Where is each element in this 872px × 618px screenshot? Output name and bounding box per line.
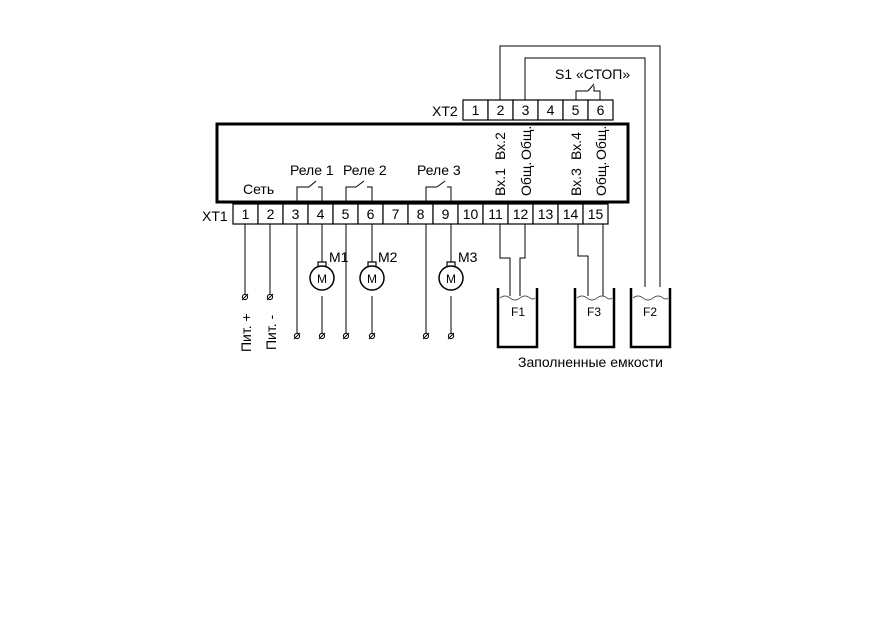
input-label-common-3: Общ. <box>518 126 534 160</box>
xt2-pin-1: 1 <box>472 102 480 118</box>
motor-m1: M M1 <box>309 249 349 291</box>
xt1-pin-4: 4 <box>317 206 325 222</box>
terminal-slash <box>241 293 249 301</box>
xt1-wiring <box>244 224 604 334</box>
motor-m2-symbol: M <box>367 272 377 286</box>
mains-label: Сеть <box>243 181 274 197</box>
xt2-connector: ХТ2 1 2 3 4 5 6 <box>432 99 614 121</box>
terminal-marks <box>241 293 455 340</box>
power-minus-label: Пит. - <box>263 314 279 350</box>
input-label-common-15: Общ. <box>593 162 609 196</box>
xt2-pin-2: 2 <box>497 102 505 118</box>
xt1-pin-11: 11 <box>488 206 503 222</box>
xt2-pin-6: 6 <box>597 102 605 118</box>
terminal-slash <box>318 332 326 340</box>
terminal-slash <box>342 332 350 340</box>
switch-label: S1 «СТОП» <box>555 66 630 82</box>
xt2-pin-4: 4 <box>547 102 555 118</box>
tank-f1-label: F1 <box>511 305 525 319</box>
input-label-vx3: Вх.3 <box>568 168 584 196</box>
terminal-slash <box>368 332 376 340</box>
terminal-slash <box>293 332 301 340</box>
relay-2-label: Реле 2 <box>343 162 387 178</box>
motor-m2-tag: M2 <box>378 249 398 265</box>
tanks-caption: Заполненные емкости <box>518 354 663 370</box>
terminal-slash <box>422 332 430 340</box>
xt1-cell-15 <box>582 203 609 225</box>
input-label-vx4: Вх.4 <box>568 132 584 160</box>
tank-f1: F1 <box>496 288 539 349</box>
xt1-pin-14: 14 <box>563 206 579 222</box>
relay-1-label: Реле 1 <box>290 162 334 178</box>
input-label-common-12: Общ. <box>518 162 534 196</box>
xt1-pin-13: 13 <box>538 206 554 222</box>
terminal-slash <box>266 293 274 301</box>
xt1-pin-7: 7 <box>392 206 400 222</box>
tank-f2-label: F2 <box>643 305 657 319</box>
xt2-cell-6 <box>587 99 614 121</box>
relay-3-label: Реле 3 <box>417 162 461 178</box>
tank-f2: F2 <box>629 288 672 349</box>
xt1-label: ХТ1 <box>202 208 228 224</box>
xt1-pin-8: 8 <box>417 206 425 222</box>
input-label-common-6: Общ. <box>593 126 609 160</box>
terminal-slash <box>447 332 455 340</box>
input-label-vx1: Вх.1 <box>492 168 508 196</box>
xt1-pin-6: 6 <box>367 206 375 222</box>
xt1-pin-1: 1 <box>242 206 250 222</box>
xt1-pin-12: 12 <box>513 206 529 222</box>
motor-m2: M M2 <box>359 249 398 291</box>
motor-m3-tag: M3 <box>458 249 478 265</box>
relay-contacts <box>296 180 452 202</box>
tank-f3-label: F3 <box>587 305 601 319</box>
xt1-pin-3: 3 <box>292 206 300 222</box>
xt2-label: ХТ2 <box>432 103 458 119</box>
motor-m1-tag: M1 <box>329 249 349 265</box>
tank-f3: F3 <box>573 288 616 349</box>
xt1-pin-15: 15 <box>588 206 604 222</box>
xt1-pin-10: 10 <box>463 206 479 222</box>
input-label-vx2: Вх.2 <box>492 132 508 160</box>
xt2-pin-5: 5 <box>572 102 580 118</box>
xt1-pin-5: 5 <box>342 206 350 222</box>
device-body <box>215 122 630 204</box>
motor-m1-symbol: M <box>317 272 327 286</box>
xt2-pin-3: 3 <box>522 102 530 118</box>
power-plus-label: Пит. + <box>238 313 254 352</box>
xt1-pin-9: 9 <box>442 206 450 222</box>
motor-m3-symbol: M <box>446 272 456 286</box>
xt2-wiring <box>499 45 661 287</box>
xt1-pin-2: 2 <box>267 206 275 222</box>
motor-m3: M M3 <box>438 249 478 291</box>
